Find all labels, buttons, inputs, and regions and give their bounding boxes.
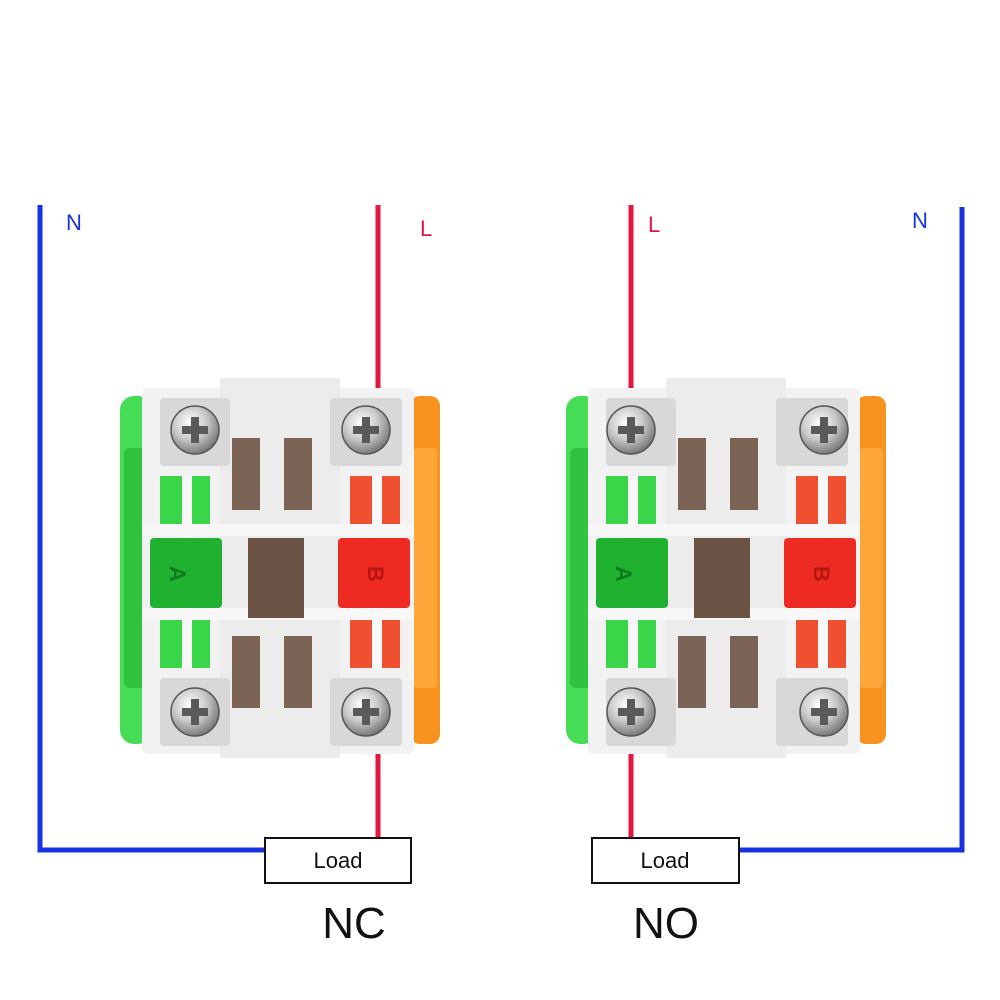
screw-icon [341, 405, 391, 455]
no-diagram: A B L N Load NO [566, 205, 965, 948]
svg-text:B: B [363, 566, 388, 582]
nc-load-label: Load [314, 848, 363, 873]
nc-neutral-wire [37, 205, 265, 853]
svg-text:A: A [611, 566, 636, 582]
nc-button-b: B [363, 566, 388, 582]
screw-icon [799, 405, 849, 455]
no-load-label: Load [641, 848, 690, 873]
nc-live-label: L [420, 216, 432, 241]
nc-diagram: A B N L Load NC [37, 205, 440, 948]
no-load-box: Load [591, 837, 740, 884]
no-neutral-wire [740, 207, 965, 853]
screw-icon [799, 687, 849, 737]
no-neutral-label: N [912, 208, 928, 233]
no-live-label: L [648, 212, 660, 237]
nc-button-a: A [165, 566, 190, 582]
screw-icon [606, 687, 656, 737]
screw-icon [341, 687, 391, 737]
no-caption: NO [633, 899, 699, 948]
svg-text:B: B [809, 566, 834, 582]
nc-contact-block: A B [120, 378, 440, 758]
no-button-a: A [611, 566, 636, 582]
nc-load-box: Load [264, 837, 412, 884]
screw-icon [170, 405, 220, 455]
no-contact-block: A B [566, 378, 886, 758]
screw-icon [170, 687, 220, 737]
screw-icon [606, 405, 656, 455]
svg-text:A: A [165, 566, 190, 582]
nc-caption: NC [322, 899, 386, 948]
nc-neutral-label: N [66, 210, 82, 235]
no-button-b: B [809, 566, 834, 582]
